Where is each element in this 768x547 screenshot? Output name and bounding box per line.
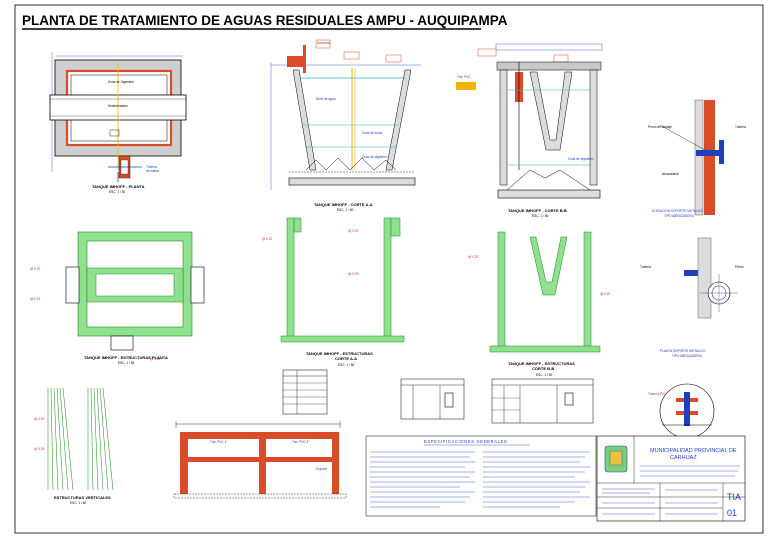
entity-name: MUNICIPALIDAD PROVINCIAL DE [650,448,737,454]
svg-text:ESC. 1 / 50: ESC. 1 / 50 [532,214,549,218]
svg-text:@ 0.20: @ 0.20 [30,297,41,301]
rebar-table-1 [282,369,328,415]
rebar-table-3 [491,378,594,424]
svg-text:@ 0.25: @ 0.25 [34,447,45,451]
plan-caption: TANQUE IMHOFF - PLANTA [92,184,145,189]
structure-aa-caption: TANQUE IMHOFF - ESTRUCTURAS [306,351,373,356]
svg-text:@ 0.20: @ 0.20 [348,229,359,233]
svg-text:ESC. 1 / 50: ESC. 1 / 50 [337,208,354,212]
elevation-metal-support: Perno de anclaje Tubería Abrazadera ELEV… [648,99,746,218]
svg-text:Abrazadera: Abrazadera [662,172,679,176]
section-aa-view: Barandas Nivel de agua Zona de lodos Zon… [270,39,421,212]
structure-plan-caption: TANQUE IMHOFF - ESTRUCTURAS PLANTA [84,355,168,360]
svg-text:Perno de anclaje: Perno de anclaje [648,125,672,129]
svg-text:ESC. 1 / 50: ESC. 1 / 50 [536,373,553,377]
svg-text:Zona de digestión: Zona de digestión [568,157,594,161]
svg-text:@ 0.25: @ 0.25 [348,272,359,276]
svg-text:Tub. PVC: Tub. PVC [457,75,471,79]
general-specifications: ESPECIFICACIONES GENERALES [365,435,597,517]
rebar-table-2 [400,378,465,420]
svg-text:Perno: Perno [735,265,744,269]
section-bb-caption: TANQUE IMHOFF - CORTE B-B [508,208,567,213]
svg-text:Tubería: Tubería [146,165,157,169]
svg-text:Tub. PVC 4": Tub. PVC 4" [292,440,310,444]
svg-text:TIPO ABRAZADERA: TIPO ABRAZADERA [672,354,703,358]
svg-text:@ 0.20: @ 0.20 [30,267,41,271]
svg-text:Nivel de agua: Nivel de agua [316,97,336,101]
svg-text:@ 0.20: @ 0.20 [600,292,611,296]
sheet-title: PLANTA DE TRATAMIENTO DE AGUAS RESIDUALE… [22,13,508,28]
svg-text:Soporte: Soporte [316,467,327,471]
plan-view-tanque: Zona de Digestión Sedimentador Tubería d… [49,52,187,194]
svg-text:@ 0.20: @ 0.20 [34,417,45,421]
portal-frame-detail: Tub. PVC 4" Tub. PVC 4" Soporte [173,421,347,499]
section-bb-view: Tub. PVC Zona de digestión TANQUE IMHOFF… [456,43,603,218]
structure-bb-caption: TANQUE IMHOFF - ESTRUCTURAS [508,361,575,366]
svg-text:de salida: de salida [146,169,159,173]
svg-text:Tub. PVC 4": Tub. PVC 4" [210,440,228,444]
svg-text:@ 0.20: @ 0.20 [468,255,479,259]
svg-text:ESC. 1 / 50: ESC. 1 / 50 [109,190,126,194]
svg-text:CORTE A-A: CORTE A-A [335,356,357,361]
svg-text:Tubería: Tubería [640,265,651,269]
svg-text:TIPO ABRAZADERA: TIPO ABRAZADERA [664,214,695,218]
svg-text:CARHUAZ: CARHUAZ [670,455,697,461]
svg-text:ESC. 1 / 50: ESC. 1 / 50 [338,363,355,367]
svg-text:Barandas: Barandas [317,41,331,45]
sheet-border [14,4,764,534]
structure-section-aa: @ 0.20 @ 0.20 @ 0.25 TANQUE IMHOFF - EST… [262,217,405,367]
svg-text:Tubería: Tubería [735,125,746,129]
section-aa-caption: TANQUE IMHOFF - CORTE A-A [314,202,373,207]
structure-plan-view: @ 0.20 @ 0.20 @ 0.25 TANQUE IMHOFF - EST… [30,231,205,365]
svg-text:CORTE B-B: CORTE B-B [532,366,554,371]
plan-zone-sedimentador: Sedimentador [108,104,129,108]
sheet-code: TIA [727,492,741,502]
svg-text:Zona de lodos: Zona de lodos [362,131,383,135]
svg-text:@ 0.20: @ 0.20 [262,237,273,241]
svg-text:@ 0.25: @ 0.25 [150,357,161,361]
verticales-caption: ESTRUCTURAS VERTICALES [54,495,111,500]
vertical-structures: @ 0.20 @ 0.25 ESTRUCTURAS VERTICALES ESC… [34,387,114,505]
sheet-number: 01 [727,508,737,518]
structure-section-bb: @ 0.20 @ 0.20 TANQUE IMHOFF - ESTRUCTURA… [468,231,611,377]
svg-text:ESC. 1 / 50: ESC. 1 / 50 [118,361,135,365]
plan-metal-support: Tubería Perno PLANTA SOPORTE METALICO TI… [640,237,744,358]
title-block: MUNICIPALIDAD PROVINCIAL DE CARHUAZ TIA … [596,435,746,522]
svg-text:Tubería PVC: Tubería PVC [648,392,667,396]
svg-text:ESC. 1 / 50: ESC. 1 / 50 [70,501,87,505]
svg-text:Zona de digestión: Zona de digestión [362,155,388,159]
planta-soporte-caption: PLANTA SOPORTE METALICO [660,349,706,353]
plan-zone-digestion: Zona de Digestión [108,80,134,84]
specs-title: ESPECIFICACIONES GENERALES [424,439,507,444]
soporte-caption: ELEVACION SOPORTE METALICO [652,209,704,213]
